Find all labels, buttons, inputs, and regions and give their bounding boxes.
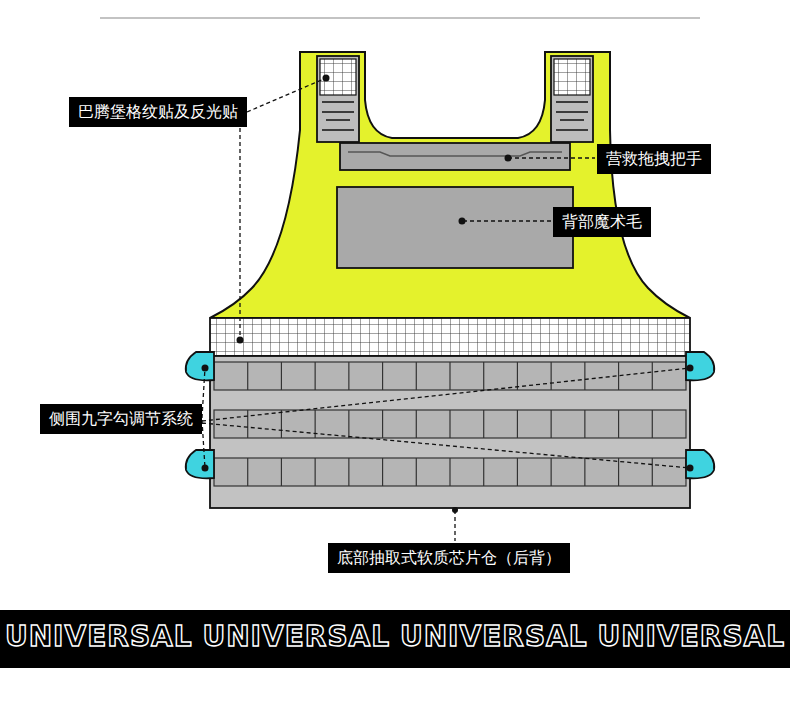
left-strap-buckle — [317, 56, 359, 142]
callout-text: 侧围九字勾调节系统 — [49, 409, 193, 428]
callout-box: 巴腾堡格纹贴及反光贴 — [69, 97, 247, 127]
callout-box: 侧围九字勾调节系统 — [40, 404, 202, 434]
callout-box: 背部魔术毛 — [553, 207, 651, 237]
callout-text: 营救拖拽把手 — [606, 149, 702, 168]
brand-band — [0, 610, 790, 668]
callout-text: 巴腾堡格纹贴及反光贴 — [78, 102, 238, 121]
vest-body — [210, 52, 690, 318]
brand-watermark: UNIVERSAL — [597, 620, 785, 654]
brand-watermark: UNIVERSAL — [5, 620, 193, 654]
molle-panel — [210, 356, 690, 508]
callout-box: 营救拖拽把手 — [597, 144, 711, 174]
molle-webbing — [214, 362, 686, 486]
brand-watermark: UNIVERSAL — [202, 620, 390, 654]
callout-text: 背部魔术毛 — [562, 212, 642, 231]
side-hooks — [186, 352, 715, 478]
top-rule — [100, 17, 700, 18]
callout-box: 底部抽取式软质芯片仓（后背） — [328, 543, 570, 573]
leader-dots — [202, 75, 694, 514]
back-velcro — [337, 187, 573, 268]
battenburg-strip — [210, 318, 690, 356]
brand-watermark: UNIVERSAL — [400, 620, 588, 654]
right-strap-buckle — [551, 56, 593, 142]
callout-text: 底部抽取式软质芯片仓（后背） — [337, 548, 561, 567]
rescue-handle — [340, 143, 570, 170]
